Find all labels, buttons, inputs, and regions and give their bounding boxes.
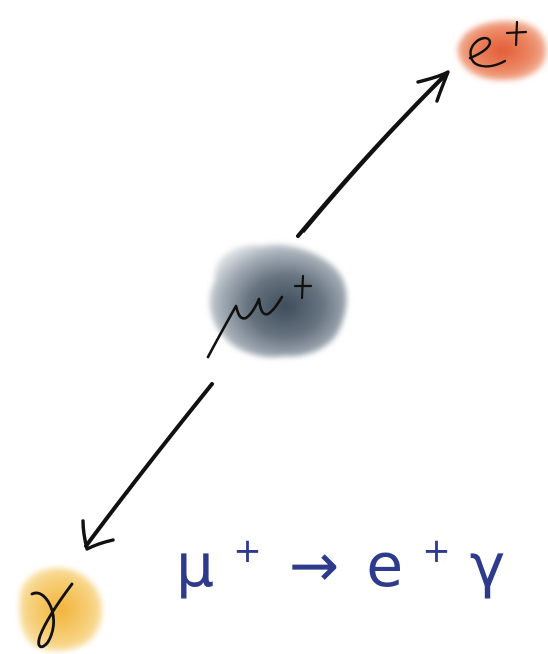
equation-product-1-charge: + (422, 531, 451, 571)
equation-arrow: → (289, 531, 339, 601)
photon-blob (20, 568, 103, 651)
photon-track-arrow (83, 384, 212, 549)
equation-parent: μ (176, 531, 214, 601)
equation-product-2: γ (470, 531, 506, 601)
decay-equation: μ + → e + γ (176, 507, 505, 601)
equation-parent-charge: + (233, 531, 262, 571)
equation-product-1: e (366, 531, 403, 601)
positron-track-arrow (298, 72, 448, 236)
